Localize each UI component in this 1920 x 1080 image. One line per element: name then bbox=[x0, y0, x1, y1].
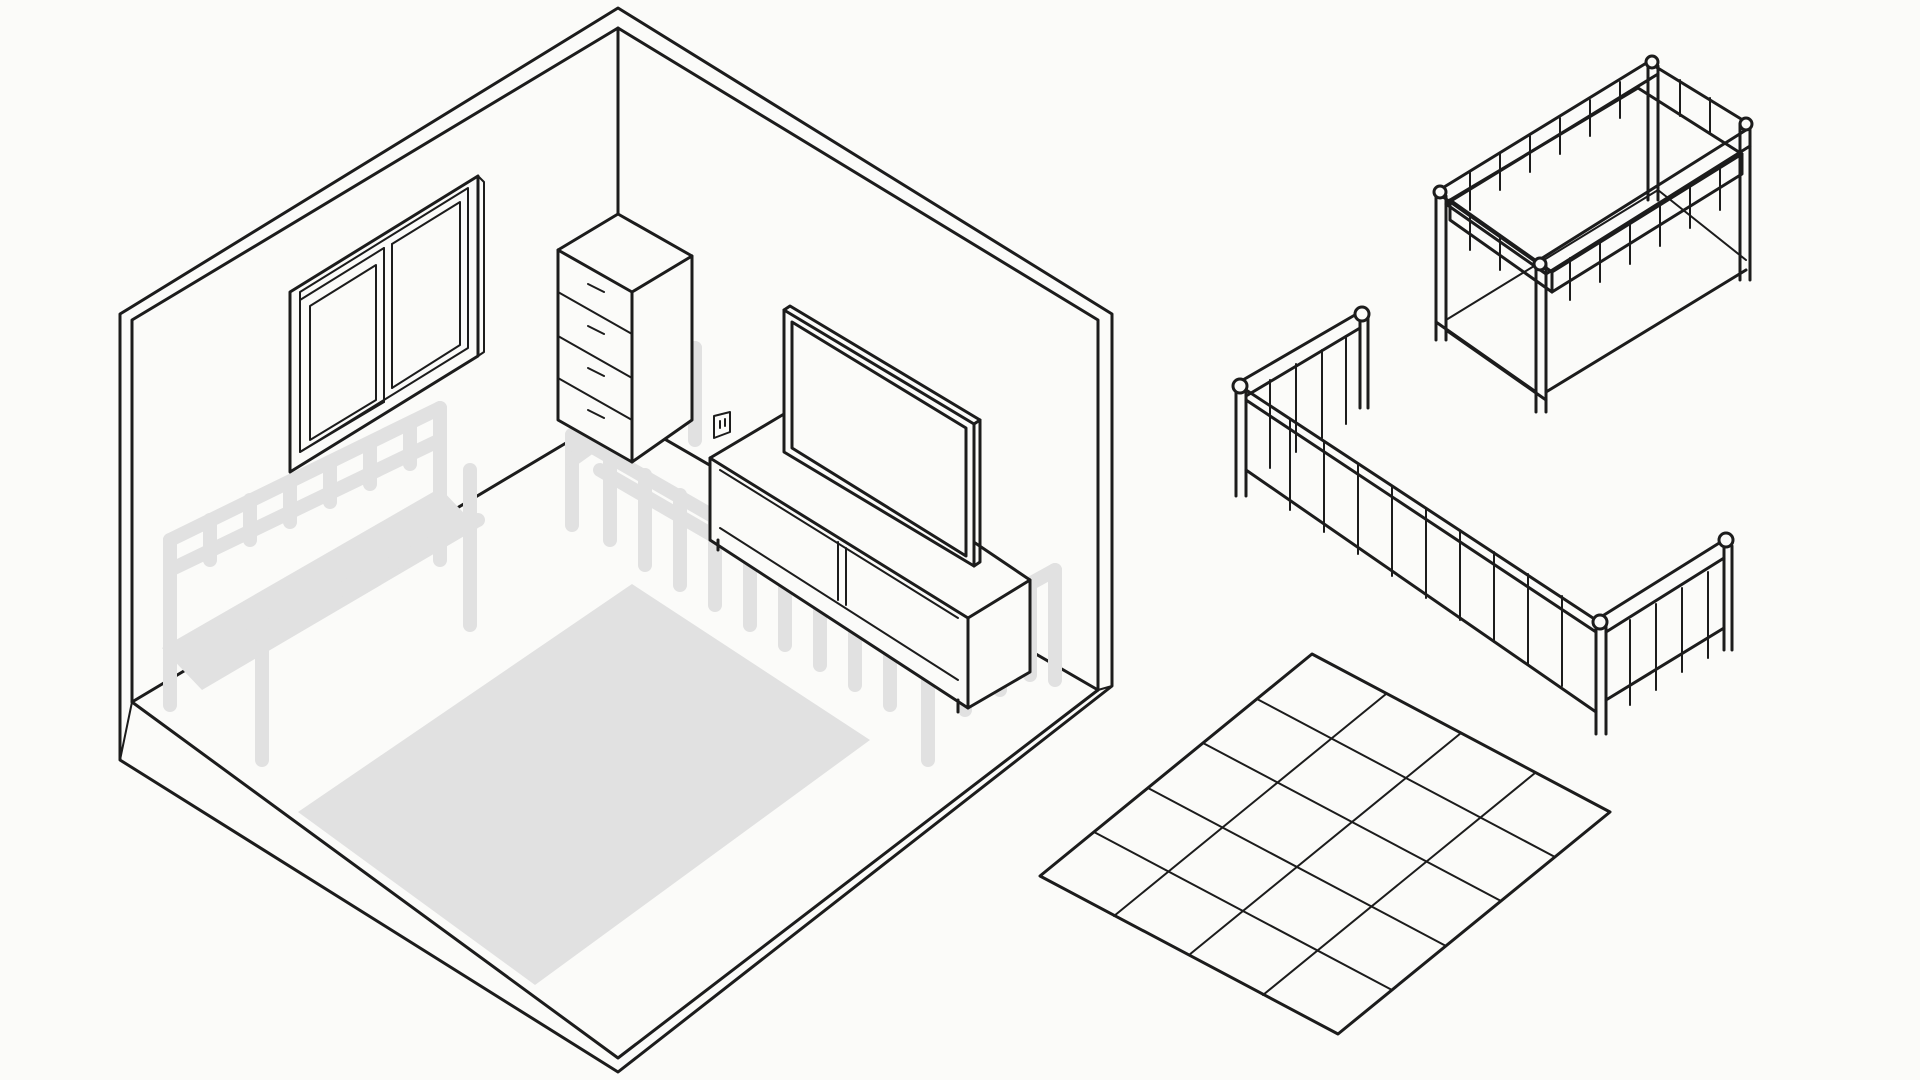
grid-floor-mat bbox=[1038, 652, 1612, 1036]
baby-crib bbox=[1432, 54, 1754, 414]
playpen-railing bbox=[1231, 305, 1735, 736]
ghost-floor-mat bbox=[298, 584, 870, 985]
ghost-crib bbox=[162, 401, 485, 767]
wall-outlet bbox=[713, 411, 731, 439]
window bbox=[288, 174, 485, 474]
chest-of-drawers bbox=[556, 212, 694, 464]
flat-screen-tv bbox=[782, 304, 982, 568]
tv-stand bbox=[708, 412, 1032, 714]
